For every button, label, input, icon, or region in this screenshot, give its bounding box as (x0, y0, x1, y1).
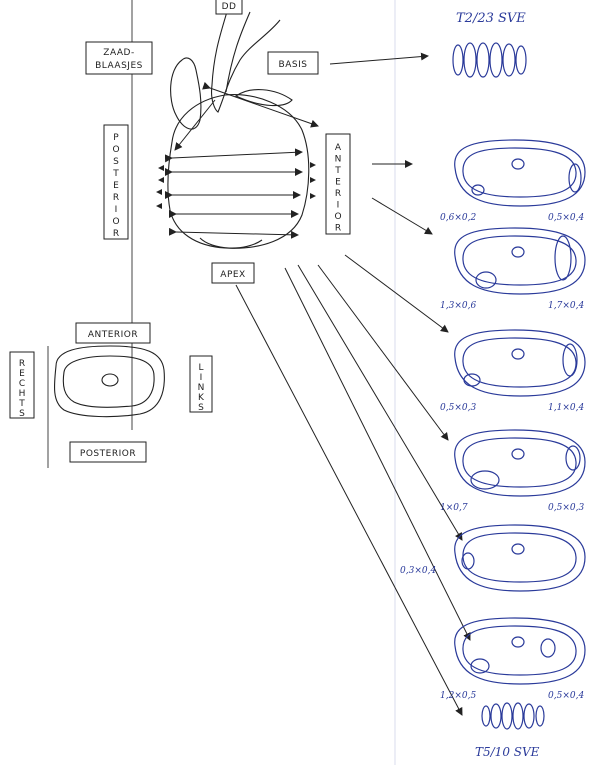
label-zaadblaasjes-2: BLAASJES (95, 61, 143, 71)
lesion-size-left: 1,2×0,5 (440, 691, 476, 701)
lesion-size-right: 0,5×0,3 (548, 503, 584, 513)
lesion-marking (463, 373, 481, 387)
lesion-size-left: 0,3×0,4 (400, 566, 436, 576)
label-posterior: POSTERIOR (80, 449, 136, 459)
label-apex: APEX (220, 270, 245, 280)
legend-slice-inner (62, 355, 155, 408)
label-dd: DD (222, 2, 237, 12)
slice-outer-contour (454, 429, 586, 497)
lesion-size-right: 0,5×0,4 (548, 213, 584, 223)
lesion-size-right: 1,7×0,4 (548, 301, 584, 311)
axial-slice (454, 524, 586, 592)
slice-urethra (511, 448, 525, 460)
lesion-size-left: 0,5×0,3 (440, 403, 476, 413)
axial-slices: 0,6×0,2 0,5×0,4 1,3×0,6 1,7×0,4 0,5×0,3 1,1×0… (400, 139, 586, 701)
lesion-size-left: 0,6×0,2 (440, 213, 476, 223)
lesion-marking (461, 552, 475, 570)
apex-lobe (199, 237, 263, 249)
legend-slice-outer (53, 345, 165, 418)
slice-arrows (235, 52, 471, 716)
basis-lobe (234, 89, 293, 107)
lesion-size-right: 0,5×0,4 (548, 691, 584, 701)
axial-slice (454, 617, 586, 685)
lesion-marking (540, 638, 556, 658)
prostate-sagittal-sketch (156, 7, 319, 249)
slice-outer-contour (454, 617, 586, 685)
slice-urethra (511, 348, 525, 360)
slice-inner-contour (462, 337, 577, 388)
label-anterior: ANTERIOR (88, 330, 138, 340)
slice-inner-contour (462, 625, 577, 676)
label-box-apex: APEX (211, 262, 255, 284)
legend-urethra (101, 373, 119, 387)
box-anterior (75, 322, 151, 344)
slice-outer-contour (454, 227, 586, 295)
lesion-marking (568, 163, 582, 193)
slice-inner-contour (462, 147, 577, 198)
prostate-body-outline (167, 94, 310, 249)
axial-slice (454, 227, 586, 295)
lesion-marking (562, 343, 578, 377)
label-box-basis: BASIS (267, 51, 319, 75)
label-basis: BASIS (279, 60, 308, 70)
axial-slice (454, 329, 586, 397)
slice-urethra (511, 636, 525, 648)
slice-urethra (511, 543, 525, 555)
lesion-size-right: 1,1×0,4 (548, 403, 584, 413)
lesion-marking (475, 271, 497, 289)
seminal-vesicle-outline (170, 57, 202, 130)
slice-bottom-sve (481, 702, 545, 730)
slice-inner-contour (462, 235, 577, 286)
label-box-dd: DD (215, 0, 243, 15)
box-links (189, 355, 213, 413)
lesion-size-left: 1×0,7 (440, 503, 468, 513)
slice-outer-contour (454, 329, 586, 397)
slice-outer-contour (454, 524, 586, 592)
handwritten-top-title: T2/23 SVE (456, 11, 526, 26)
lesion-marking (470, 470, 500, 490)
slice-top-sve (452, 42, 527, 78)
label-box-zaadblaasjes: ZAAD- BLAASJES (85, 41, 153, 75)
box-rechts (9, 351, 35, 419)
lesion-marking (470, 658, 490, 674)
slice-urethra (511, 158, 525, 170)
lesion-marking (471, 184, 485, 196)
axial-slice (454, 429, 586, 497)
handwritten-bottom-title: T5/10 SVE (475, 745, 540, 759)
lesion-marking (565, 445, 581, 471)
slice-outer-contour (454, 139, 586, 207)
lesion-size-left: 1,3×0,6 (440, 301, 476, 311)
box-posterior (69, 441, 147, 463)
slice-urethra (511, 246, 525, 258)
lesion-marking (554, 235, 572, 281)
slice-inner-contour (462, 532, 577, 583)
label-zaadblaasjes-1: ZAAD- (103, 48, 134, 58)
slice-inner-contour (462, 437, 577, 488)
axial-slice (454, 139, 586, 207)
dd-duct-inner (225, 11, 251, 93)
